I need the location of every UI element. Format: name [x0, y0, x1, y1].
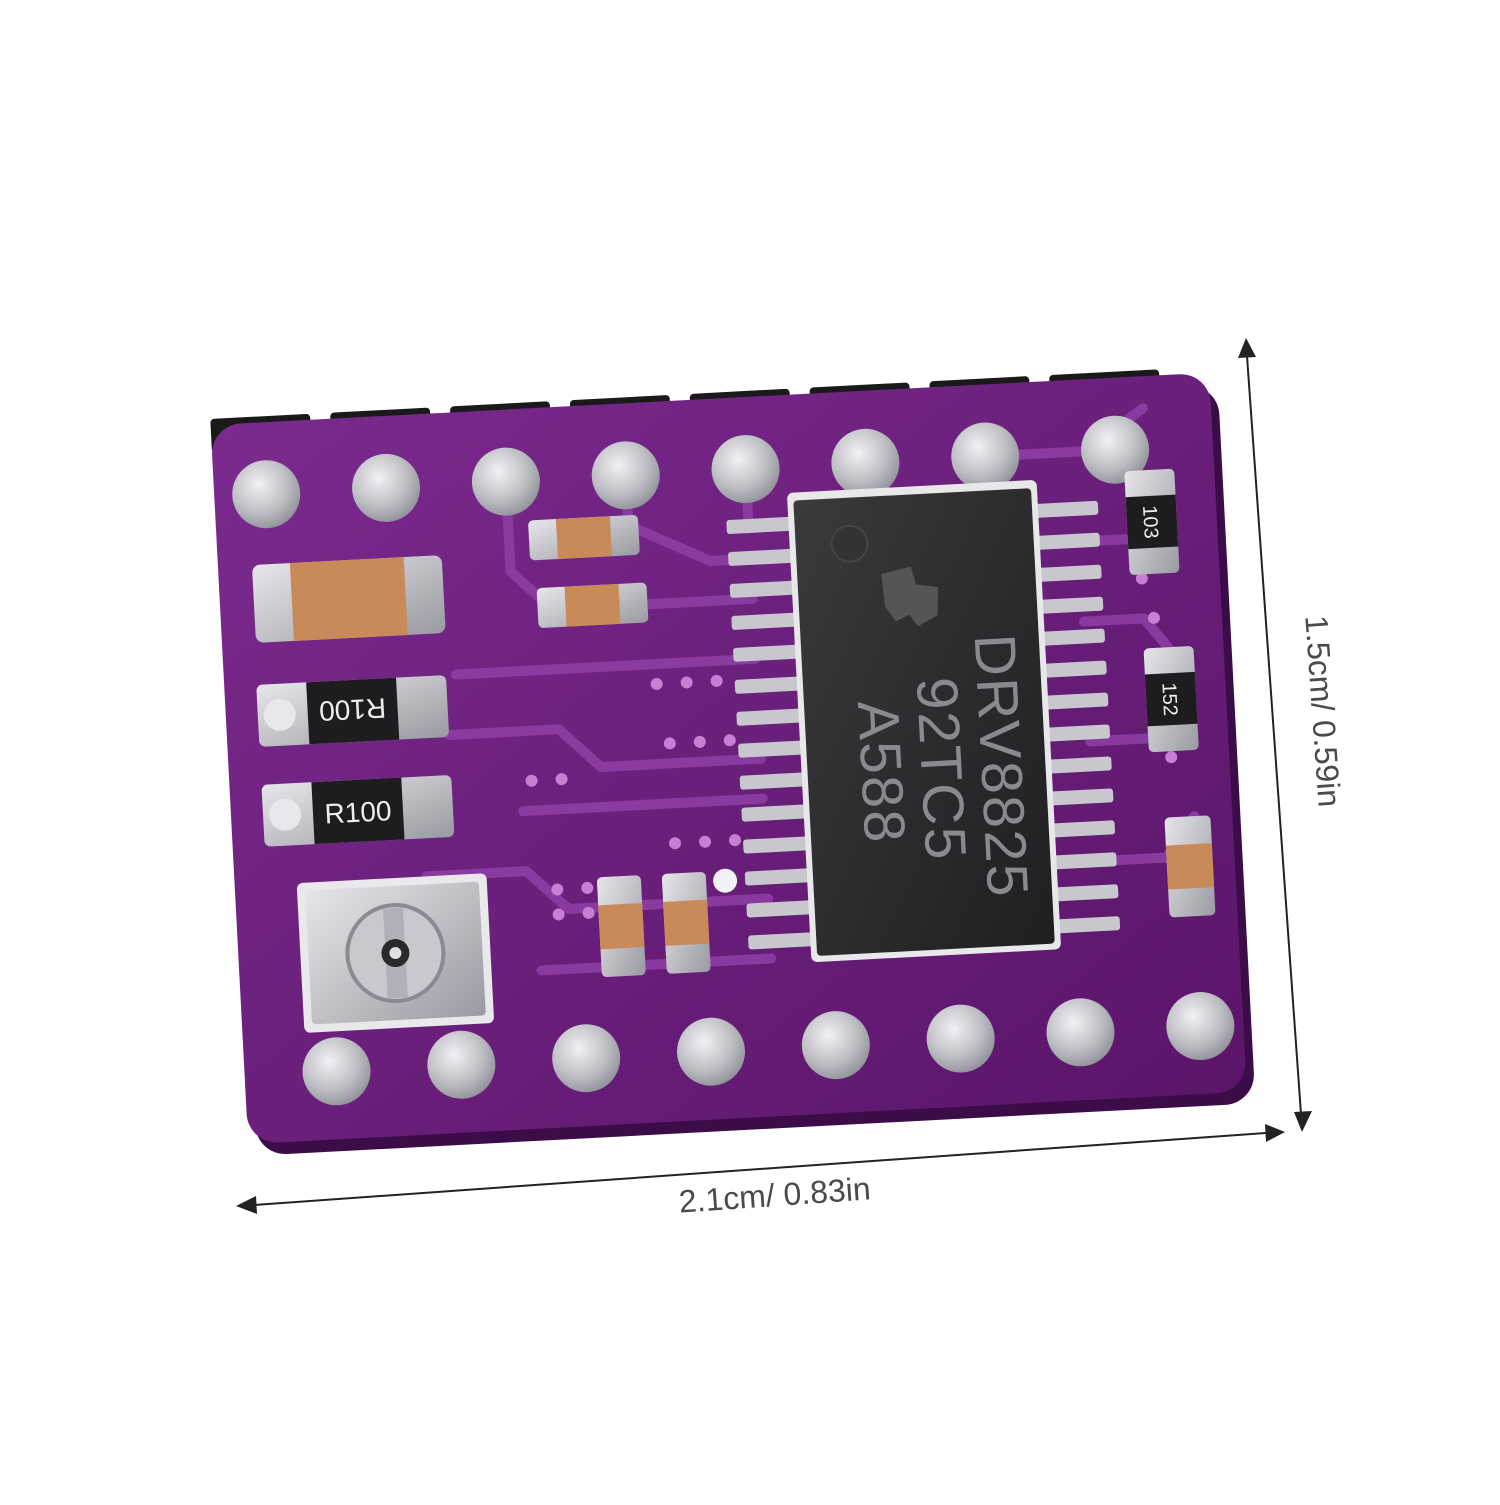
- resistor-103-label: 103: [1138, 505, 1162, 539]
- sense-resistor-2-label: R100: [324, 795, 392, 829]
- small-capacitor-2: [536, 582, 649, 628]
- mounting-via: [713, 868, 738, 893]
- height-dimension: 1.5cm/ 0.59in: [1238, 338, 1348, 1132]
- resistor-152: 152: [1143, 646, 1199, 753]
- sense-resistor-1: R100: [256, 675, 449, 747]
- chip-pins-left: [726, 516, 819, 950]
- resistor-103: 103: [1124, 468, 1180, 575]
- sense-resistor-2: R100: [261, 775, 455, 847]
- chip-label-line2: 92TC5: [904, 676, 979, 863]
- chip-label-line1: DRV8825: [962, 632, 1041, 899]
- width-dimension-label: 2.1cm/ 0.83in: [678, 1170, 872, 1219]
- driver-chip: DRV8825 92TC5 A588: [787, 480, 1061, 962]
- small-capacitor-1: [528, 515, 640, 561]
- small-capacitor-3: [596, 875, 646, 978]
- height-dimension-label: 1.5cm/ 0.59in: [1298, 614, 1347, 808]
- large-capacitor: [252, 555, 446, 643]
- resistor-152-label: 152: [1157, 682, 1181, 716]
- ti-logo-icon: [881, 566, 939, 627]
- potentiometer: [296, 873, 494, 1033]
- chip-label-line3: A588: [845, 699, 917, 846]
- bottom-pin-pads: [302, 992, 1235, 1106]
- top-pin-pads: [232, 415, 1150, 529]
- small-capacitor-5: [1164, 815, 1216, 918]
- sense-resistor-1-label: R100: [318, 692, 386, 726]
- chip-pins-right: [1027, 500, 1121, 934]
- small-capacitor-4: [661, 871, 711, 974]
- driver-board: R100 R100: [210, 369, 1254, 1155]
